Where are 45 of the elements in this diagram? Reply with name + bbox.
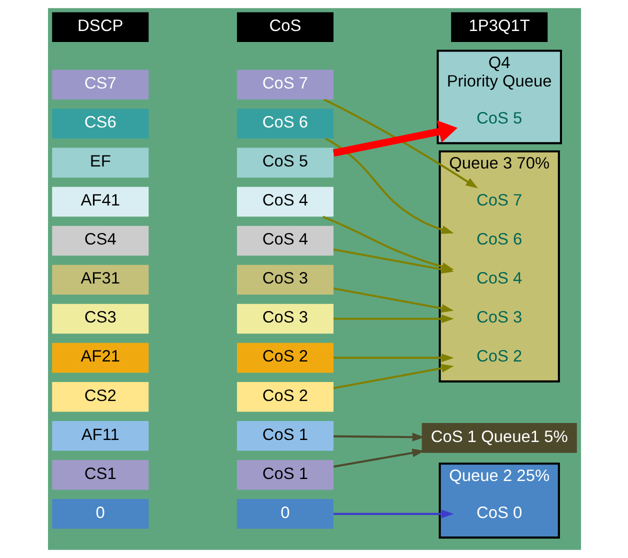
node-box: CS1: [52, 460, 148, 490]
node-box: CoS 6: [236, 108, 333, 139]
node-box: CoS 7: [236, 70, 333, 100]
node-box: AF31: [52, 264, 148, 295]
arrow: [333, 354, 454, 362]
node-box: CoS 3: [236, 264, 333, 295]
node-box: 0: [236, 499, 333, 529]
node-box: CS3: [52, 304, 148, 334]
node-text: CoS 0: [476, 504, 522, 522]
node-text: CoS 4: [476, 270, 522, 288]
node-box: CS2: [52, 382, 148, 412]
arrow: [333, 432, 424, 442]
node-box: AF11: [52, 420, 148, 451]
node-text: CoS 3: [476, 308, 522, 327]
arrow: [333, 510, 454, 518]
arrow: [333, 314, 454, 324]
arrow: [332, 448, 424, 468]
node-box: 1P3Q1T: [450, 12, 548, 42]
node-box: EF: [52, 148, 148, 178]
node-box: CoS 4: [236, 226, 333, 256]
arrow: [332, 287, 454, 313]
node-box: DSCP: [52, 12, 148, 42]
node-box: AF21: [52, 342, 148, 373]
node-box: CoS 1 Queue1 5%: [421, 423, 576, 453]
node-box: CS6: [52, 108, 148, 139]
node-box: CoS 4: [236, 186, 333, 217]
arrow: [323, 98, 478, 188]
node-box: CoS 1: [236, 460, 333, 490]
node-box: CoS 2: [236, 342, 333, 373]
node-box: CoS 1: [236, 420, 333, 451]
node-box: CoS: [236, 12, 333, 42]
node-box: 0: [52, 499, 148, 529]
node-box: CoS 2: [236, 382, 333, 412]
node-box: CoS 5: [236, 148, 333, 178]
node-box: CS7: [52, 70, 148, 100]
arrow: [332, 364, 454, 390]
node-box: AF41: [52, 186, 148, 217]
node-text: CoS 7: [476, 192, 522, 210]
arrow: [332, 120, 458, 157]
node-box: CoS 3: [236, 304, 333, 334]
node-text: CoS 2: [476, 348, 522, 366]
node-text: CoS 5: [476, 109, 522, 128]
arrow: [324, 138, 454, 234]
node-text: CoS 6: [476, 230, 522, 249]
node-box: CS4: [52, 226, 148, 256]
